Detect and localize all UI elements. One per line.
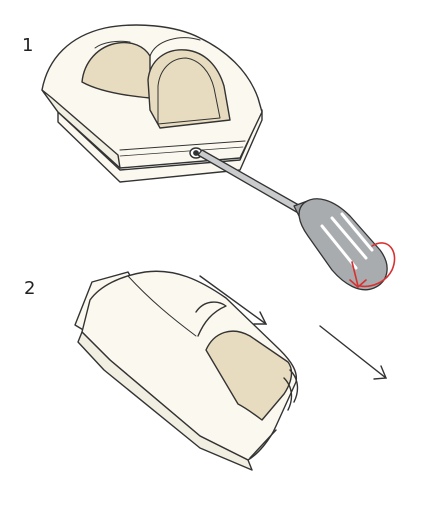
screwdriver-shaft	[198, 150, 304, 214]
detector-closed	[42, 25, 262, 182]
detector-sliding	[75, 271, 297, 470]
screwdriver	[198, 150, 387, 290]
motion-arrow-lower	[320, 326, 386, 379]
